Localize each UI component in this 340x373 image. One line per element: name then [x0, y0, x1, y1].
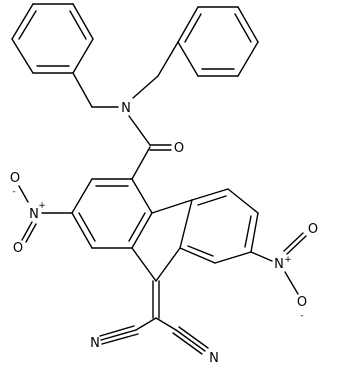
fluorene-left-ring	[71, 178, 153, 249]
nitro-left-oxygen-top-charge: -	[12, 187, 15, 197]
amide-nitrogen-label: N	[121, 101, 131, 116]
nitro-right-oxygen-bottom-label: O	[297, 295, 307, 310]
nitrile-right-nitrogen-label: N	[209, 351, 219, 366]
nitro-right-oxygen-top-label: O	[308, 222, 318, 237]
nitro-right-nitrogen-charge: +	[284, 255, 292, 265]
nitro-left-oxygen-top-label: O	[10, 171, 20, 186]
nitro-left-nitrogen-charge: +	[38, 201, 46, 211]
benzyl-phenyl-ring-right	[177, 6, 259, 77]
fluorene-right-ring	[179, 188, 259, 264]
nitrile-left-nitrogen-label: N	[90, 336, 100, 351]
fluorene-five-membered-ring	[131, 199, 193, 282]
dicyanomethylene-group	[99, 280, 209, 355]
nitro-left-oxygen-bottom-label: O	[13, 241, 23, 256]
amide-linkage	[72, 41, 179, 180]
nitro-right-nitrogen-label: N	[274, 257, 284, 272]
benzyl-phenyl-ring-left	[11, 3, 94, 74]
nitro-right-oxygen-bottom-charge: -	[300, 311, 303, 321]
carbonyl-oxygen-label: O	[174, 141, 184, 156]
nitro-left-nitrogen-label: N	[29, 207, 39, 222]
nitro-bonds	[18, 185, 307, 295]
